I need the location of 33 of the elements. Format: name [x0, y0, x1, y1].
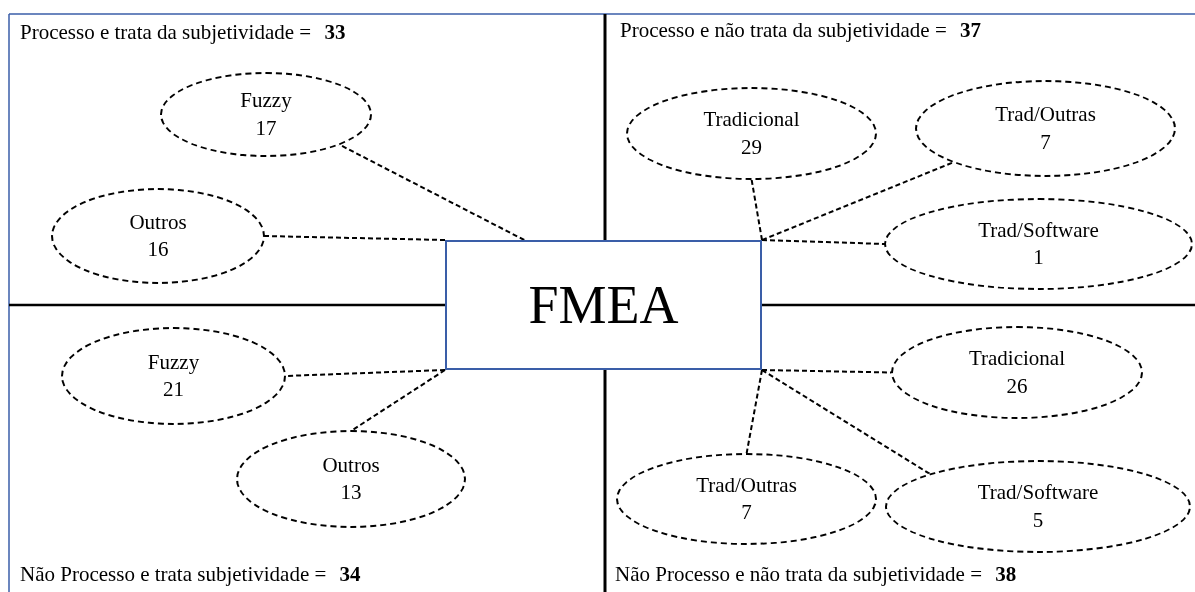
ellipse-label: Tradicional — [703, 106, 800, 134]
connector-line — [745, 369, 763, 455]
ellipse-label: Trad/Software — [977, 479, 1099, 507]
count-value: 1 — [1033, 244, 1044, 271]
quadrant-heading: Processo e não trata da subjetividade = 37 — [620, 18, 981, 43]
quadrant-heading: Não Processo e não trata da subjetividade = 38 — [615, 562, 1017, 587]
process-box — [445, 240, 762, 370]
ellipse-label: Fuzzy — [240, 87, 292, 115]
ellipse-label: Trad/Outras — [995, 101, 1096, 129]
count-value: 7 — [741, 499, 752, 526]
connector-line — [350, 369, 446, 432]
count-value: 17 — [255, 114, 277, 142]
connector-line — [761, 369, 932, 476]
connector-line — [761, 161, 955, 241]
count-value: 5 — [1032, 506, 1044, 534]
box-title: FMEA — [528, 278, 679, 332]
quadrant-heading: Não Processo e trata subjetividade = 34 — [20, 562, 361, 587]
count-value: 29 — [741, 133, 762, 161]
count-value: 21 — [163, 376, 184, 403]
ellipse-label: Trad/Software — [978, 216, 1099, 244]
quadrant-heading: Processo e trata da subjetividade = 33 — [20, 20, 346, 45]
count-value: 13 — [340, 479, 362, 506]
ellipse-label: Tradicional — [968, 345, 1066, 373]
ellipse-label: Fuzzy — [147, 348, 200, 376]
count-value: 7 — [1040, 128, 1051, 156]
connector-line — [750, 178, 763, 241]
connector-line — [761, 239, 886, 245]
count-value: 16 — [147, 236, 169, 263]
ellipse-label: Trad/Outras — [696, 471, 797, 499]
ellipse-label: Outros — [129, 208, 187, 236]
connector-line — [263, 235, 446, 241]
ellipse-label: Outros — [322, 451, 380, 479]
count-value: 26 — [1006, 372, 1028, 400]
